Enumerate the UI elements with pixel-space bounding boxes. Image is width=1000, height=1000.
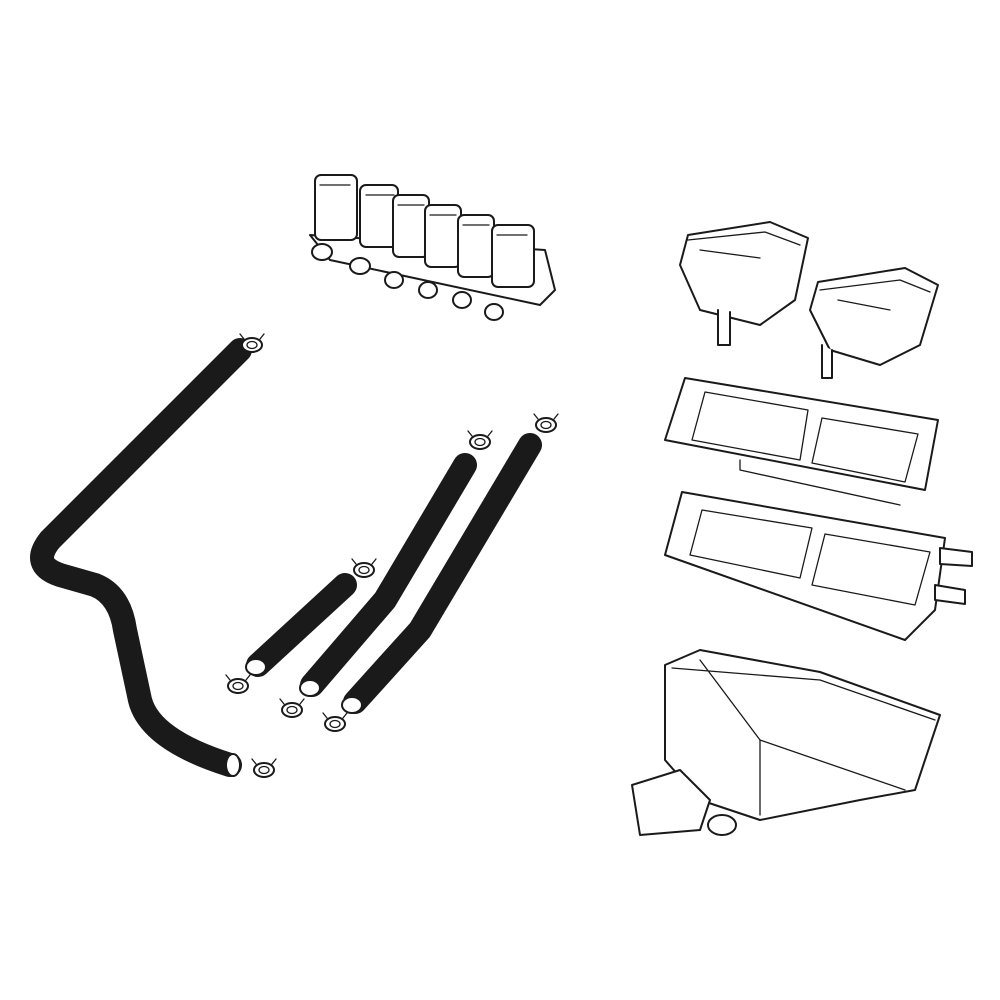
long-hose: [341, 433, 542, 714]
hose-clamp: [322, 712, 348, 732]
medium-hose: [299, 453, 477, 697]
hose-clamp: [279, 698, 305, 718]
hose-clamp: [251, 758, 277, 778]
long-bent-hose: [30, 338, 252, 777]
hose-clamp: [351, 558, 377, 578]
valve-units: [314, 174, 535, 288]
hose-clamp: [225, 674, 251, 694]
hose-clamp: [239, 333, 265, 353]
hose-clamps: [225, 333, 559, 778]
dispenser-cup-right: [809, 267, 939, 379]
hose-clamp: [467, 430, 493, 450]
dispenser-cover-bottom: [664, 491, 973, 641]
valve-outlets: [311, 243, 504, 321]
dispenser-cover-top: [664, 377, 939, 506]
inlet-valve-assembly: [309, 174, 556, 321]
dispenser-housing: [631, 649, 941, 836]
dispenser-cup-left: [679, 221, 809, 346]
short-hose: [245, 573, 357, 677]
hose-clamp: [533, 413, 559, 433]
